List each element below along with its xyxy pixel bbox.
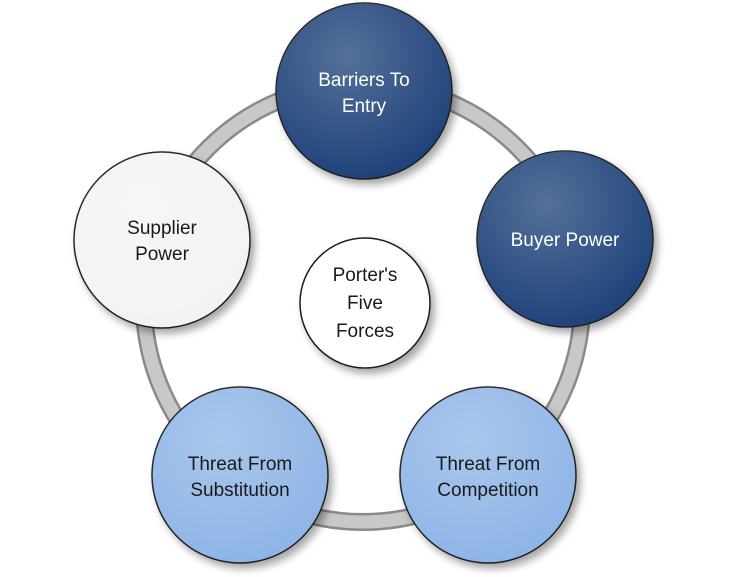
center-label-line-3: Forces [336, 321, 394, 342]
force-label-line: Threat From [188, 454, 293, 475]
center-label-line-2: Five [347, 293, 383, 314]
force-label-line: Buyer Power [511, 230, 620, 251]
force-label-line: Substitution [190, 480, 289, 501]
force-label-line: Power [135, 244, 190, 265]
force-node-barriers-to-entry: Barriers To Entry [275, 2, 453, 180]
force-node-threat-from-substitution: Threat From Substitution [151, 386, 329, 564]
force-label-line: Entry [342, 96, 387, 117]
center-node: Porter's Five Forces [299, 237, 431, 369]
force-node-threat-from-competition: Threat From Competition [399, 386, 577, 564]
force-node-buyer-power: Buyer Power [476, 150, 654, 328]
force-label-line: Barriers To [318, 70, 410, 91]
force-label-line: Supplier [127, 218, 197, 239]
force-label-line: Competition [437, 480, 538, 501]
force-node-supplier-power: Supplier Power [73, 151, 251, 329]
force-label-line: Threat From [436, 454, 541, 475]
center-label-line-1: Porter's [333, 265, 398, 286]
